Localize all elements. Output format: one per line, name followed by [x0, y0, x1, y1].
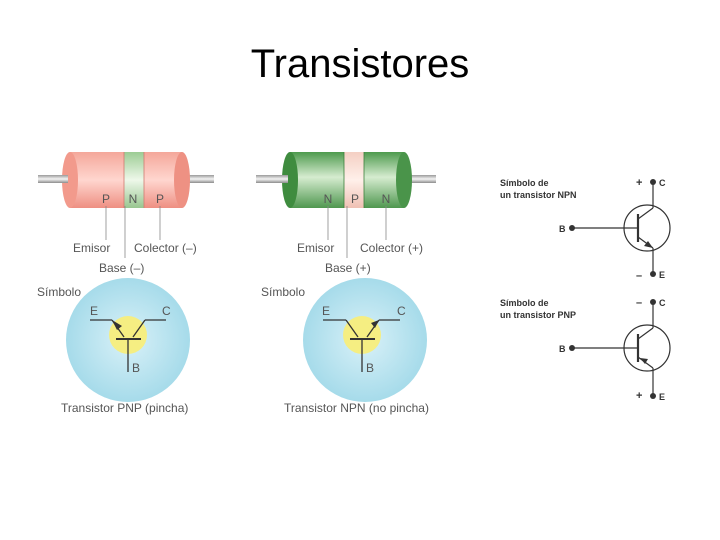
npn-body-diagram: N P N Emisor Colector (+) Base (+) Símbo…: [256, 152, 436, 415]
npn-collector-label: Colector (+): [360, 241, 423, 255]
npn-emitter-arrow: [371, 320, 379, 328]
pnp-base-terminal: [569, 345, 575, 351]
pnp-end-cap-left: [62, 152, 78, 208]
npn-bottom-sign: –: [636, 270, 642, 282]
pnp-schematic: Símbolo de un transistor PNP – C B + E: [500, 297, 671, 402]
npn-base-pin: B: [559, 224, 566, 234]
npn-bottom-pin: E: [659, 270, 665, 280]
pnp-bottom-pin: E: [659, 392, 665, 402]
pnp-layer-label-1: P: [102, 192, 110, 206]
npn-emitter-label: Emisor: [297, 241, 334, 255]
npn-emitter-terminal: [650, 271, 656, 277]
npn-symbol-label: Símbolo: [261, 285, 305, 299]
npn-layer-label-2: P: [351, 192, 359, 206]
pnp-e-pin: E: [90, 304, 98, 318]
npn-top-sign: +: [636, 177, 642, 189]
npn-layer-label-1: N: [324, 192, 333, 206]
pnp-base-pin: B: [559, 344, 566, 354]
npn-end-cap-left: [282, 152, 298, 208]
pnp-layer-label-2: N: [129, 192, 138, 206]
pnp-layer-n: [124, 152, 144, 208]
npn-layer-p: [344, 152, 364, 208]
npn-schematic-title-2: un transistor NPN: [500, 190, 577, 200]
pnp-layer-label-3: P: [156, 192, 164, 206]
pnp-bottom-sign: +: [636, 390, 642, 402]
pnp-collector-label: Colector (–): [134, 241, 197, 255]
npn-base-label: Base (+): [325, 261, 371, 275]
npn-schematic: Símbolo de un transistor NPN + C B – E: [500, 177, 671, 282]
npn-symbol-core: [343, 316, 381, 354]
npn-e-pin: E: [322, 304, 330, 318]
npn-schematic-arrow: [644, 241, 653, 248]
npn-caption: Transistor NPN (no pincha): [284, 401, 429, 415]
pnp-schematic-arrow: [640, 358, 648, 364]
npn-right-lead: [404, 175, 436, 183]
npn-c-pin: C: [397, 304, 406, 318]
slide-title: Transistores: [250, 42, 470, 86]
pnp-top-pin: C: [659, 298, 666, 308]
pnp-end-cap-right: [174, 152, 190, 208]
pnp-schematic-title-2: un transistor PNP: [500, 310, 576, 320]
pnp-caption: Transistor PNP (pincha): [61, 401, 188, 415]
pnp-c-pin: C: [162, 304, 171, 318]
pnp-top-sign: –: [636, 297, 642, 309]
npn-end-cap-right: [396, 152, 412, 208]
pnp-b-pin: B: [132, 361, 140, 375]
npn-top-pin: C: [659, 178, 666, 188]
pnp-emitter-terminal: [650, 393, 656, 399]
npn-base-terminal: [569, 225, 575, 231]
pnp-emitter-label: Emisor: [73, 241, 110, 255]
pnp-layer-p1: [70, 152, 124, 208]
npn-layer-label-3: N: [382, 192, 391, 206]
pnp-schematic-title-1: Símbolo de: [500, 298, 549, 308]
pnp-body-diagram: P N P Emisor Colector (–) Base (–) Símbo…: [37, 152, 214, 415]
npn-layer-n1: [290, 152, 344, 208]
npn-schematic-title-1: Símbolo de: [500, 178, 549, 188]
npn-b-pin: B: [366, 361, 374, 375]
pnp-base-label: Base (–): [99, 261, 144, 275]
pnp-emitter-arrow: [112, 320, 122, 330]
pnp-symbol-label: Símbolo: [37, 285, 81, 299]
pnp-right-lead: [182, 175, 214, 183]
